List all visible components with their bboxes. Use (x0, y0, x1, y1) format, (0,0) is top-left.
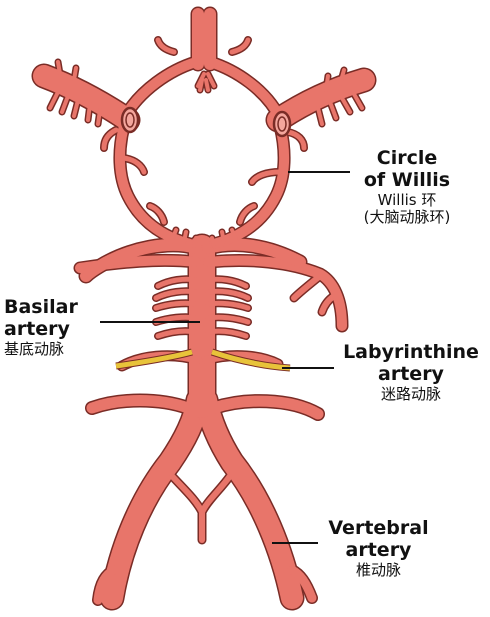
circle-of-willis-label: Circle of Willis Willis 环 (大脑动脉环) (352, 147, 462, 226)
pontine-r4 (205, 314, 251, 325)
vertebral-artery-label-cn: 椎动脉 (355, 560, 401, 579)
anterior-spinal-right (199, 473, 233, 515)
labyrinthine-artery-label: Labyrinthine artery 迷路动脉 (336, 341, 486, 403)
aica-right (202, 351, 282, 368)
branch-tick-18 (182, 230, 188, 244)
labyrinthine-artery-label-line1: Labyrinthine (343, 341, 479, 363)
branch-tick-21 (192, 236, 198, 248)
willis-twig-l1 (121, 155, 147, 175)
branch-tick-7 (316, 106, 324, 126)
branch-tick-12 (324, 74, 330, 92)
leader-lines (100, 171, 350, 544)
branch-tick-1 (60, 94, 70, 114)
circle-of-willis-label-cn2: (大脑动脉环) (363, 207, 451, 226)
pontine-l5 (155, 328, 199, 339)
branch-tick-8 (328, 100, 338, 120)
branch-tick-20 (230, 228, 238, 242)
branch-tick-14 (206, 72, 216, 88)
willis-twig-l4 (101, 127, 119, 151)
ica-opening-left-inner (125, 112, 135, 128)
ica-opening-left (120, 106, 140, 134)
pontine-l1 (155, 276, 199, 289)
willis-twig-l3 (147, 203, 167, 225)
labyrinthine-artery-label-line2: artery (378, 362, 444, 385)
branch-tick-0 (48, 90, 60, 110)
sca-right-twig (291, 273, 323, 301)
branch-tick-4 (96, 108, 102, 126)
middle-cerebral-left (33, 65, 139, 131)
pontine-r3 (205, 300, 251, 311)
ica-opening-right-inner (277, 116, 287, 132)
artery-fill (33, 8, 375, 609)
pontine-r2 (205, 288, 251, 301)
branch-tick-9 (340, 96, 352, 114)
ica-opening-right (272, 110, 292, 138)
willis-twig-r3 (237, 203, 257, 225)
branch-tick-16 (204, 78, 210, 92)
basilar-artery-label-line2: artery (4, 317, 70, 340)
branch-tick-2 (72, 98, 80, 118)
labyrinthine-artery-label-cn: 迷路动脉 (380, 384, 441, 403)
branch-tick-6 (72, 66, 78, 82)
willis-twig-r1 (249, 169, 283, 185)
sca-right-twig2 (319, 293, 337, 315)
pontine-l3 (153, 300, 199, 311)
willis-right-posterior (209, 121, 290, 249)
willis-twig-l2 (155, 37, 177, 55)
circle-of-willis-label-line2: of Willis (363, 168, 451, 191)
branch-tick-10 (352, 92, 364, 110)
labyrinthine-artery-left (115, 349, 193, 369)
posterior-cerebral-left (80, 238, 202, 282)
willis-right-anterior (205, 57, 285, 123)
branch-tick-5 (56, 60, 62, 76)
basilar-artery-label-line1: Basilar (4, 296, 78, 318)
circle-of-willis-label-cn1: Willis 环 (377, 190, 437, 209)
branch-tick-22 (210, 236, 216, 248)
pontine-r5 (205, 328, 249, 339)
pontine-l2 (153, 288, 199, 301)
superior-cerebellar-right (203, 255, 347, 331)
basilar-artery-label-cn: 基底动脉 (4, 339, 65, 358)
branch-tick-17 (170, 228, 178, 242)
vertebral-artery-label-line1: Vertebral (328, 517, 429, 539)
pica-right (208, 395, 324, 420)
branch-tick-11 (338, 68, 346, 86)
vertebral-artery-label-line2: artery (345, 538, 412, 561)
willis-twig-r4 (285, 129, 307, 151)
vertebral-artery-label: Vertebral artery 椎动脉 (316, 517, 441, 579)
vertebral-left-branch (93, 565, 119, 605)
internal-carotid-openings (120, 106, 292, 138)
circle-of-willis-label-line1: Circle (376, 147, 438, 169)
anterior-spinal-left (169, 473, 205, 515)
branch-tick-19 (220, 230, 226, 244)
pica-left (86, 395, 194, 414)
vertebral-artery-right (195, 389, 303, 609)
willis-twig-r2 (229, 37, 251, 55)
vertebral-artery-left (101, 389, 209, 609)
basilar-artery-label: Basilar artery 基底动脉 (4, 296, 84, 358)
pontine-r1 (205, 276, 249, 289)
vertebral-right-branch (287, 565, 317, 603)
willis-left-posterior (114, 121, 195, 249)
branch-tick-3 (86, 102, 92, 122)
branch-tick-15 (198, 78, 204, 92)
